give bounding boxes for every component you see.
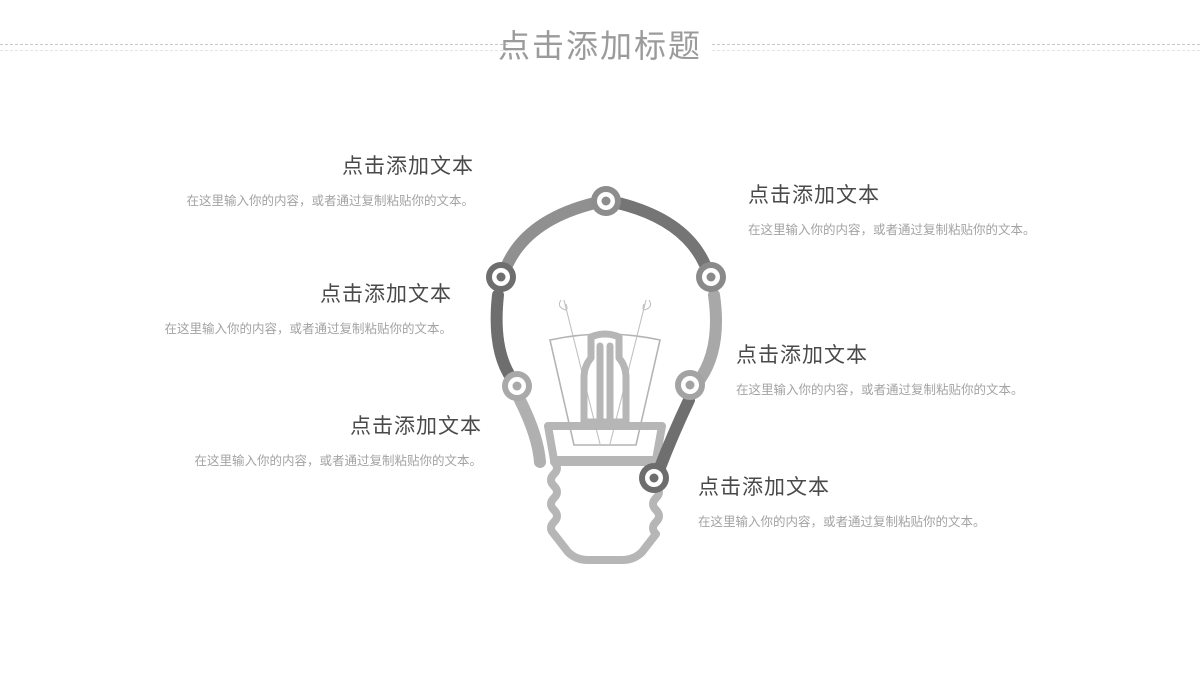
text-block-4-heading[interactable]: 点击添加文本 [748,184,880,207]
bulb-arc-mid-right [692,289,722,388]
text-block-3-heading[interactable]: 点击添加文本 [350,415,482,438]
text-block-5-heading[interactable]: 点击添加文本 [736,344,868,367]
bulb-arc-top-right [612,197,716,285]
header-divider-right [712,44,1200,45]
text-block-2-body[interactable]: 在这里输入你的内容，或者通过复制粘贴你的文本。 [164,322,452,336]
text-block-1-heading[interactable]: 点击添加文本 [342,155,474,178]
bulb-arc-top-left [496,197,601,285]
bulb-node-left-upper[interactable] [486,262,516,292]
text-block-5-body[interactable]: 在这里输入你的内容，或者通过复制粘贴你的文本。 [736,383,1024,397]
text-block-5[interactable]: 点击添加文本 在这里输入你的内容，或者通过复制粘贴你的文本。 [736,341,1026,400]
page-title[interactable]: 点击添加标题 [497,28,702,64]
text-block-6-body[interactable]: 在这里输入你的内容，或者通过复制粘贴你的文本。 [698,515,986,529]
text-block-6[interactable]: 点击添加文本 在这里输入你的内容，或者通过复制粘贴你的文本。 [698,473,988,532]
bulb-node-right-upper[interactable] [696,262,726,292]
header-divider-right-secondary [712,50,1200,51]
slide-header: 点击添加标题 [0,0,1200,92]
text-block-3[interactable]: 点击添加文本 在这里输入你的内容，或者通过复制粘贴你的文本。 [192,412,482,471]
text-block-6-heading[interactable]: 点击添加文本 [698,476,830,499]
bulb-neck-icon [580,330,630,426]
text-block-1-body[interactable]: 在这里输入你的内容，或者通过复制粘贴你的文本。 [186,194,474,208]
text-block-4[interactable]: 点击添加文本 在这里输入你的内容，或者通过复制粘贴你的文本。 [748,181,1038,240]
bulb-node-right-lower[interactable] [675,370,705,400]
text-block-2[interactable]: 点击添加文本 在这里输入你的内容，或者通过复制粘贴你的文本。 [162,280,452,339]
bulb-base-icon [544,422,666,564]
text-block-1[interactable]: 点击添加文本 在这里输入你的内容，或者通过复制粘贴你的文本。 [184,152,474,211]
text-block-4-body[interactable]: 在这里输入你的内容，或者通过复制粘贴你的文本。 [748,223,1036,237]
bulb-arc-mid-left [490,289,518,385]
text-block-2-heading[interactable]: 点击添加文本 [320,283,452,306]
bulb-node-bottom-right[interactable] [639,463,669,493]
header-divider-left-secondary [0,50,508,51]
light-bulb-diagram [486,186,726,564]
text-block-3-body[interactable]: 在这里输入你的内容，或者通过复制粘贴你的文本。 [194,454,482,468]
bulb-node-left-lower[interactable] [502,371,532,401]
bulb-node-top[interactable] [591,186,621,216]
bulb-arc-low-right [653,394,695,476]
bulb-arc-low-left [514,394,546,468]
header-divider-left [0,44,508,45]
